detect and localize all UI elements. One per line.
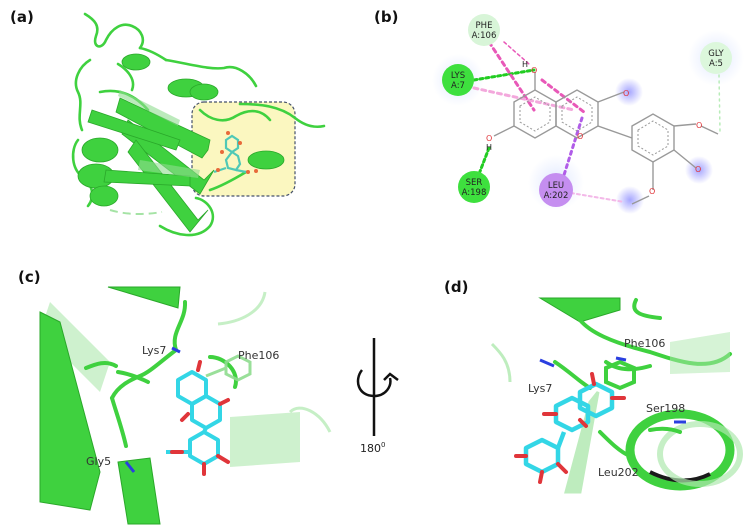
label-lys7: Lys7	[142, 344, 166, 357]
interaction-diagram: O O O O O O O H H PHE A:106 LYS A:7 SER …	[432, 14, 744, 214]
label-lys7: Lys7	[528, 382, 552, 395]
svg-text:PHE: PHE	[476, 21, 493, 31]
svg-text:O: O	[695, 165, 701, 174]
binding-pose-view-d: Phe106 Lys7 Ser198 Leu202	[490, 297, 743, 494]
rotation-indicator: 1800	[340, 330, 430, 455]
panel-b-label: (b)	[374, 8, 399, 26]
svg-text:O: O	[577, 132, 583, 141]
residue-phe106: PHE A:106	[468, 14, 500, 46]
label-phe106: Phe106	[238, 349, 279, 362]
svg-text:A:106: A:106	[472, 31, 497, 41]
binding-site-highlight	[191, 101, 296, 197]
panel-d-label: (d)	[444, 278, 469, 296]
label-leu202: Leu202	[598, 466, 639, 479]
label-gly5: Gly5	[86, 455, 111, 468]
svg-text:O: O	[649, 187, 655, 196]
svg-text:A:202: A:202	[544, 191, 569, 201]
svg-text:A:7: A:7	[451, 81, 465, 91]
rotate-180-icon: 1800	[356, 338, 399, 455]
svg-text:A:198: A:198	[462, 188, 487, 198]
svg-text:O: O	[696, 121, 702, 130]
atom-h1: H	[522, 60, 528, 69]
atom-o: O	[531, 66, 537, 75]
svg-text:O: O	[623, 89, 629, 98]
atom-h2: H	[486, 143, 492, 152]
protein-cartoon	[71, 12, 326, 237]
binding-pose-view-c: Lys7 Phe106 Gly5	[39, 286, 332, 525]
panel-c-label: (c)	[18, 268, 41, 286]
label-phe106: Phe106	[624, 337, 665, 350]
panel-c: (c)	[0, 262, 340, 531]
svg-text:GLY: GLY	[708, 49, 724, 59]
svg-text:LYS: LYS	[451, 71, 465, 81]
panel-b: (b)	[374, 0, 747, 262]
svg-text:SER: SER	[466, 178, 483, 188]
rotation-angle: 1800	[360, 441, 385, 455]
residue-leu202: LEU A:202	[539, 173, 573, 207]
residue-ser198: SER A:198	[458, 171, 490, 203]
panel-a-label: (a)	[10, 8, 34, 26]
panel-a: (a)	[0, 0, 374, 262]
svg-text:LEU: LEU	[548, 181, 564, 191]
panel-d: (d)	[430, 262, 747, 531]
residue-lys7: LYS A:7	[442, 64, 474, 96]
svg-text:O: O	[486, 134, 492, 143]
label-ser198: Ser198	[646, 402, 685, 415]
residue-gly5: GLY A:5	[700, 42, 732, 74]
svg-text:A:5: A:5	[709, 59, 723, 69]
